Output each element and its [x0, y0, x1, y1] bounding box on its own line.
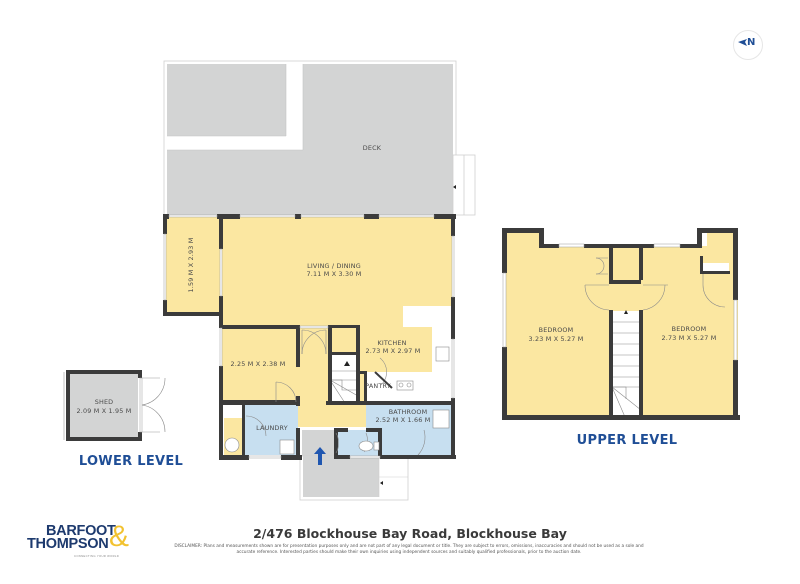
- kitchen-dimensions: 2.73 M X 2.97 M: [366, 347, 421, 355]
- upper-level-title: UPPER LEVEL: [577, 433, 678, 448]
- lower-level-floors: [166, 217, 454, 501]
- shed-name: SHED: [95, 398, 114, 406]
- laundry-name: LAUNDRY: [256, 424, 288, 432]
- upper-stairs: [611, 321, 642, 418]
- deck-area: [163, 60, 476, 216]
- kitchen-sink-icon: [435, 346, 450, 362]
- compass: N: [733, 30, 763, 60]
- entrance-arrow-icon: [314, 447, 326, 465]
- shed-dimensions: 2.09 M X 1.95 M: [77, 407, 132, 415]
- living-dining-name: LIVING / DINING: [307, 262, 361, 270]
- upper-level-floors: [504, 228, 738, 417]
- bedroom-2-name: BEDROOM: [672, 325, 707, 333]
- lower-stairs: [329, 370, 359, 404]
- side-room-dimensions: 1.59 M X 2.93 M: [187, 238, 195, 293]
- cooktop-icon: [396, 380, 414, 391]
- pantry-name: PANTRY: [365, 382, 391, 390]
- deck-label: DECK: [363, 144, 382, 152]
- bathroom-vanity-icon: [432, 409, 450, 429]
- lower-level-walls: [163, 214, 456, 460]
- brand-tagline: CONNECTING YOUR WORLD: [74, 554, 120, 558]
- north-arrow-icon: [738, 39, 747, 46]
- laundry-tub-icon: [279, 439, 295, 455]
- bathroom-name: BATHROOM: [389, 408, 428, 416]
- windows: [163, 214, 455, 459]
- living-dining-dimensions: 7.11 M X 3.30 M: [307, 270, 362, 278]
- kitchen-name: KITCHEN: [377, 339, 406, 347]
- hot-water-cylinder-icon: [224, 437, 240, 453]
- upper-level-walls: [502, 228, 740, 420]
- fixtures: [224, 346, 450, 455]
- shed: [63, 370, 166, 441]
- upper-doors: [584, 257, 726, 311]
- disclaimer-text: DISCLAIMER: Plans and measurements shown…: [174, 544, 644, 555]
- brand-ampersand: &: [109, 520, 130, 553]
- lower-level-title: LOWER LEVEL: [79, 454, 183, 469]
- upper-windows: [502, 243, 738, 361]
- brand-line-1: BARFOOT: [46, 523, 116, 539]
- property-address: 2/476 Blockhouse Bay Road, Blockhouse Ba…: [253, 526, 567, 541]
- stair-up-arrow-icon: [344, 361, 350, 366]
- toilet-icon: [358, 440, 374, 452]
- bedroom-1-dimensions: 3.23 M X 5.27 M: [529, 335, 584, 343]
- bedroom-1-name: BEDROOM: [539, 326, 574, 334]
- compass-north-label: N: [747, 37, 756, 48]
- bedroom-2-dimensions: 2.73 M X 5.27 M: [662, 334, 717, 342]
- brand-line-2: THOMPSON: [27, 536, 109, 552]
- room-dimensions: 2.25 M X 2.38 M: [231, 360, 286, 368]
- stair-up-arrow-icon: [624, 310, 628, 314]
- bathroom-dimensions: 2.52 M X 1.66 M: [376, 416, 431, 424]
- brand-logo: BARFOOT THOMPSON & CONNECTING YOUR WORLD: [24, 520, 144, 564]
